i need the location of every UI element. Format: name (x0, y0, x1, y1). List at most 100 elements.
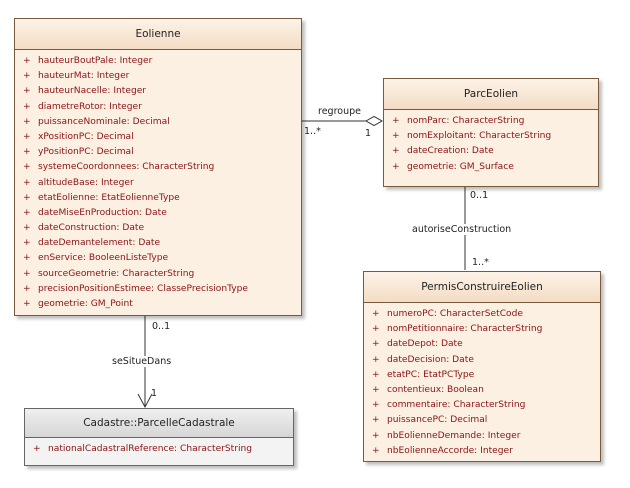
attribute-text: dateDemantelement: Date (38, 238, 161, 249)
association-name-se-situe-dans: seSitueDans (112, 356, 172, 367)
visibility-marker: + (372, 415, 380, 426)
multiplicity-autorise-source: 0..1 (470, 190, 489, 201)
visibility-marker: + (23, 147, 31, 158)
attribute-row: + numeroPC: CharacterSetCode (364, 307, 600, 322)
visibility-marker: + (23, 86, 31, 97)
visibility-marker: + (372, 309, 380, 319)
attribute-row: + hauteurBoutPale: Integer (15, 54, 301, 69)
attribute-text: hauteurBoutPale: Integer (38, 56, 153, 66)
attribute-row: +nbEolienneAccorde: Integer (364, 444, 600, 459)
attribute-list: + numeroPC: CharacterSetCode + nomPetition… (364, 303, 600, 459)
multiplicity-autorise-target: 1..* (472, 257, 489, 268)
visibility-marker: + (392, 131, 400, 142)
visibility-marker: + (23, 238, 31, 249)
attribute-text: nomPetitionnaire: CharacterString (387, 324, 543, 335)
attribute-row: + altitudeBase: Integer (15, 176, 301, 191)
visibility-marker: + (23, 192, 31, 203)
attribute-row: +sourceGeometrie: CharacterString (15, 267, 301, 282)
class-parcelle-cadastrale[interactable]: Cadastre::ParcelleCadastrale + nationalCa… (24, 408, 294, 466)
attribute-text: etatEolienne: EtatEolienneType (38, 192, 180, 203)
visibility-marker: + (23, 207, 31, 218)
visibility-marker: + (23, 177, 31, 188)
multiplicity-se-situe-source: 0..1 (152, 321, 171, 332)
attribute-text: geometrie: GM_Surface (407, 161, 514, 172)
visibility-marker: + (23, 116, 31, 127)
attribute-row: + xPositionPC: Decimal (15, 130, 301, 145)
visibility-marker: + (372, 369, 380, 380)
attribute-text: nomExploitant: CharacterString (407, 131, 552, 142)
visibility-marker: + (33, 444, 41, 454)
attribute-row: +nomParc: CharacterString (384, 114, 598, 129)
visibility-marker: + (23, 223, 31, 234)
visibility-marker: + (372, 400, 380, 411)
class-name: ParcEolien (384, 79, 598, 110)
attribute-row: +dateDecision: Date (364, 353, 600, 368)
attribute-text: precisionPositionEstimee: ClassePrecisio… (38, 283, 248, 294)
attribute-text: puissancePC: Decimal (387, 415, 488, 426)
attribute-row: +geometrie: GM_Surface (384, 160, 598, 175)
attribute-text: etatPC: EtatPCType (387, 369, 475, 380)
attribute-text: numeroPC: CharacterSetCode (387, 309, 523, 319)
attribute-row: + nationalCadastralReference: CharacterSt… (25, 442, 293, 457)
attribute-list: + nationalCadastralReference: CharacterSt… (25, 438, 293, 457)
attribute-text: dateDepot: Date (387, 339, 463, 350)
attribute-text: dateConstruction: Date (38, 223, 145, 234)
multiplicity-regroupe-source: 1..* (304, 126, 321, 137)
attribute-row: +systemeCoordonnees: CharacterString (15, 160, 301, 175)
visibility-marker: + (372, 445, 380, 456)
visibility-marker: + (372, 384, 380, 395)
attribute-row: + nomPetitionnaire: CharacterString (364, 322, 600, 337)
attribute-row: + etatPC: EtatPCType (364, 368, 600, 383)
association-name-regroupe: regroupe (318, 106, 361, 117)
visibility-marker: + (23, 101, 31, 112)
attribute-text: enService: BooleenListeType (38, 253, 169, 264)
attribute-row: + puissanceNominale: Decimal (15, 115, 301, 130)
attribute-text: hauteurNacelle: Integer (38, 86, 147, 97)
multiplicity-se-situe-target: 1 (151, 388, 158, 399)
attribute-row: + dateMiseEnProduction: Date (15, 206, 301, 221)
attribute-text: yPositionPC: Decimal (38, 147, 134, 158)
attribute-row: + dateCreation: Date (384, 144, 598, 159)
attribute-row: + hauteurNacelle: Integer (15, 84, 301, 99)
aggregation-diamond-icon (364, 115, 384, 127)
visibility-marker: + (372, 430, 380, 441)
visibility-marker: + (392, 146, 400, 157)
visibility-marker: + (23, 299, 31, 309)
attribute-list: + hauteurBoutPale: Integer + hauteurMat: I… (15, 50, 301, 312)
attribute-text: sourceGeometrie: CharacterString (38, 268, 195, 279)
attribute-row: +nbEolienneDemande: Integer (364, 429, 600, 444)
visibility-marker: + (23, 56, 31, 66)
attribute-row: + dateDemantelement: Date (15, 236, 301, 251)
attribute-text: xPositionPC: Decimal (38, 131, 134, 142)
attribute-text: contentieux: Boolean (387, 384, 484, 395)
class-permis-construire-eolien[interactable]: PermisConstruireEolien +numeroPC: Charac… (363, 271, 601, 462)
attribute-text: hauteurMat: Integer (38, 71, 130, 82)
visibility-marker: + (23, 162, 31, 173)
attribute-row: +enService: BooleenListeType (15, 251, 301, 266)
class-eolienne[interactable]: Eolienne +hauteurBoutPale: Integer +haut… (14, 18, 302, 316)
attribute-row: + dateConstruction: Date (15, 221, 301, 236)
attribute-list: +nomParc: CharacterString +nomExploitant… (384, 110, 598, 175)
attribute-row: +diametreRotor: Integer (15, 100, 301, 115)
attribute-text: altitudeBase: Integer (38, 177, 134, 188)
attribute-row: + precisionPositionEstimee: ClassePrecisi… (15, 282, 301, 297)
attribute-text: dateMiseEnProduction: Date (38, 207, 167, 218)
attribute-text: geometrie: GM_Point (38, 299, 133, 309)
class-name: Cadastre::ParcelleCadastrale (25, 409, 293, 438)
class-parc-eolien[interactable]: ParcEolien +nomParc: CharacterString +no… (383, 78, 599, 187)
visibility-marker: + (23, 71, 31, 82)
attribute-text: dateCreation: Date (407, 146, 494, 157)
association-name-autorise-construction: autoriseConstruction (412, 224, 512, 235)
visibility-marker: + (23, 131, 31, 142)
attribute-text: dateDecision: Date (387, 354, 474, 365)
attribute-text: commentaire: CharacterString (387, 400, 526, 411)
attribute-row: + etatEolienne: EtatEolienneType (15, 191, 301, 206)
attribute-text: nomParc: CharacterString (407, 116, 525, 126)
visibility-marker: + (23, 283, 31, 294)
attribute-row: + puissancePC: Decimal (364, 413, 600, 428)
visibility-marker: + (372, 324, 380, 335)
attribute-row: + hauteurMat: Integer (15, 69, 301, 84)
attribute-row: + commentaire: CharacterString (364, 398, 600, 413)
attribute-text: puissanceNominale: Decimal (38, 116, 170, 127)
attribute-text: nationalCadastralReference: CharacterStr… (48, 444, 253, 454)
